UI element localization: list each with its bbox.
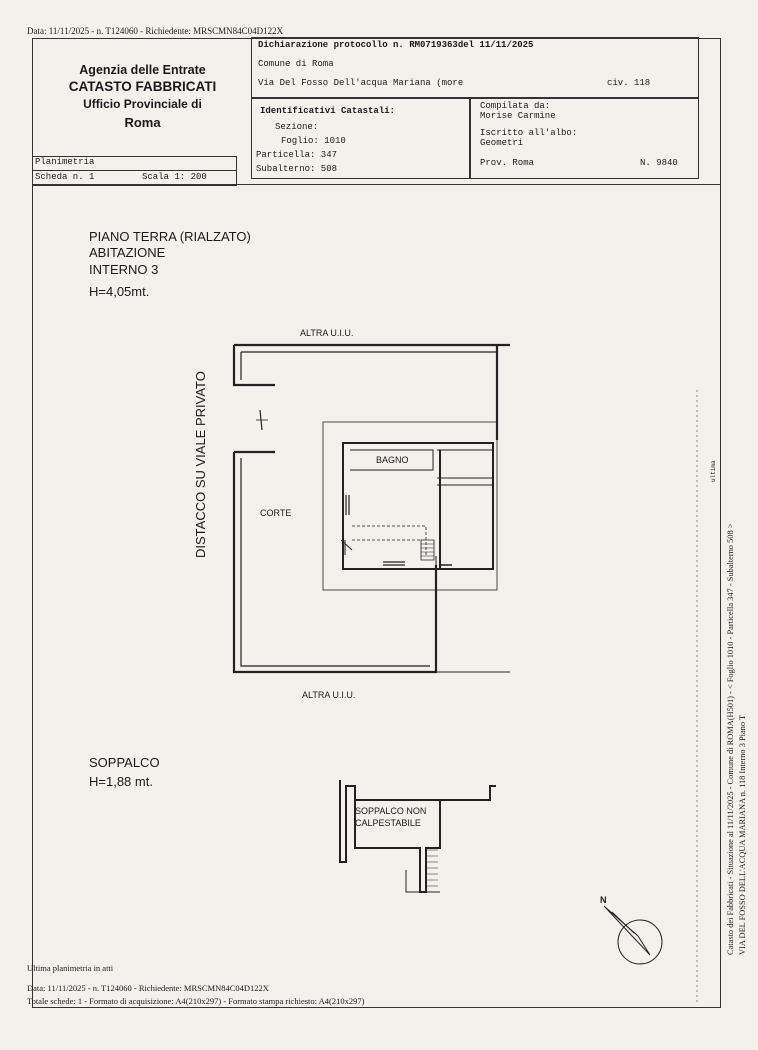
side-stamp: ultima xyxy=(710,460,717,482)
interno-label: INTERNO 3 xyxy=(89,262,159,277)
north-label: N xyxy=(600,895,607,905)
declaration-box xyxy=(251,37,699,99)
civ-text: civ. 118 xyxy=(607,78,651,88)
declaration-text: Dichiarazione protocollo n. RM0719363del… xyxy=(258,40,534,50)
ident-title: Identificativi Catastali: xyxy=(260,106,396,116)
footer-data-line: Data: 11/11/2025 - n. T124060 - Richiede… xyxy=(27,983,269,993)
subalterno-text: Subalterno: 508 xyxy=(256,164,338,174)
bagno-label: BAGNO xyxy=(376,455,409,465)
scheda-box xyxy=(32,170,237,186)
particella-text: Particella: 347 xyxy=(256,150,338,160)
use-label: ABITAZIONE xyxy=(89,245,166,260)
comune-text: Comune di Roma xyxy=(258,59,334,69)
altra-uiu-bottom: ALTRA U.I.U. xyxy=(302,690,356,700)
ufficio-city: Roma xyxy=(124,115,161,130)
iscritto-value: Geometri xyxy=(480,138,524,148)
ufficio-title: Ufficio Provinciale di xyxy=(83,97,202,111)
catasto-title: CATASTO FABBRICATI xyxy=(68,79,217,94)
prov-text: Prov. Roma xyxy=(480,158,535,168)
soppalco-height: H=1,88 mt. xyxy=(89,774,153,789)
soppalco-title: SOPPALCO xyxy=(89,755,160,770)
compilata-name: Morise Carmine xyxy=(480,111,556,121)
soppalco-label-2: CALPESTABILE xyxy=(355,818,421,828)
numero-text: N. 9840 xyxy=(640,158,678,168)
scheda-label: Scheda n. 1 xyxy=(35,172,95,182)
agency-block: Agenzia delle Entrate CATASTO FABBRICATI… xyxy=(55,63,230,130)
compilata-box xyxy=(469,97,699,179)
agency-name: Agenzia delle Entrate xyxy=(79,63,206,77)
side-address-line: VIA DEL FOSSO DELL'ACQUA MARIANA n. 118 … xyxy=(738,714,747,955)
identifiers-box xyxy=(251,97,471,179)
sezione-text: Sezione: xyxy=(275,122,319,132)
header-divider xyxy=(32,184,720,185)
north-arrow-icon xyxy=(603,905,663,965)
planimetria-label: Planimetria xyxy=(35,157,95,167)
floor-label: PIANO TERRA (RIALZATO) xyxy=(89,229,251,244)
compilata-title: Compilata da: xyxy=(480,101,551,111)
side-catasto-line: Catasto dei Fabbricati - Situazione al 1… xyxy=(726,523,735,955)
footer-totale: Totale schede: 1 - Formato di acquisizio… xyxy=(27,996,365,1006)
footer-ultima: Ultima planimetria in atti xyxy=(27,963,114,973)
scala-label: Scala 1: 200 xyxy=(142,172,207,182)
soppalco-label-1: SOPPALCO NON xyxy=(355,806,427,816)
corte-label: CORTE xyxy=(260,508,292,518)
foglio-text: Foglio: 1010 xyxy=(281,136,346,146)
top-request-line: Data: 11/11/2025 - n. T124060 - Richiede… xyxy=(27,26,284,36)
address-text: Via Del Fosso Dell'acqua Mariana (more xyxy=(258,78,464,88)
outer-frame xyxy=(32,38,721,1008)
height-label: H=4,05mt. xyxy=(89,284,150,299)
distacco-label: DISTACCO SU VIALE PRIVATO xyxy=(193,371,208,558)
altra-uiu-top: ALTRA U.I.U. xyxy=(300,328,354,338)
iscritto-title: Iscritto all'albo: xyxy=(480,128,578,138)
